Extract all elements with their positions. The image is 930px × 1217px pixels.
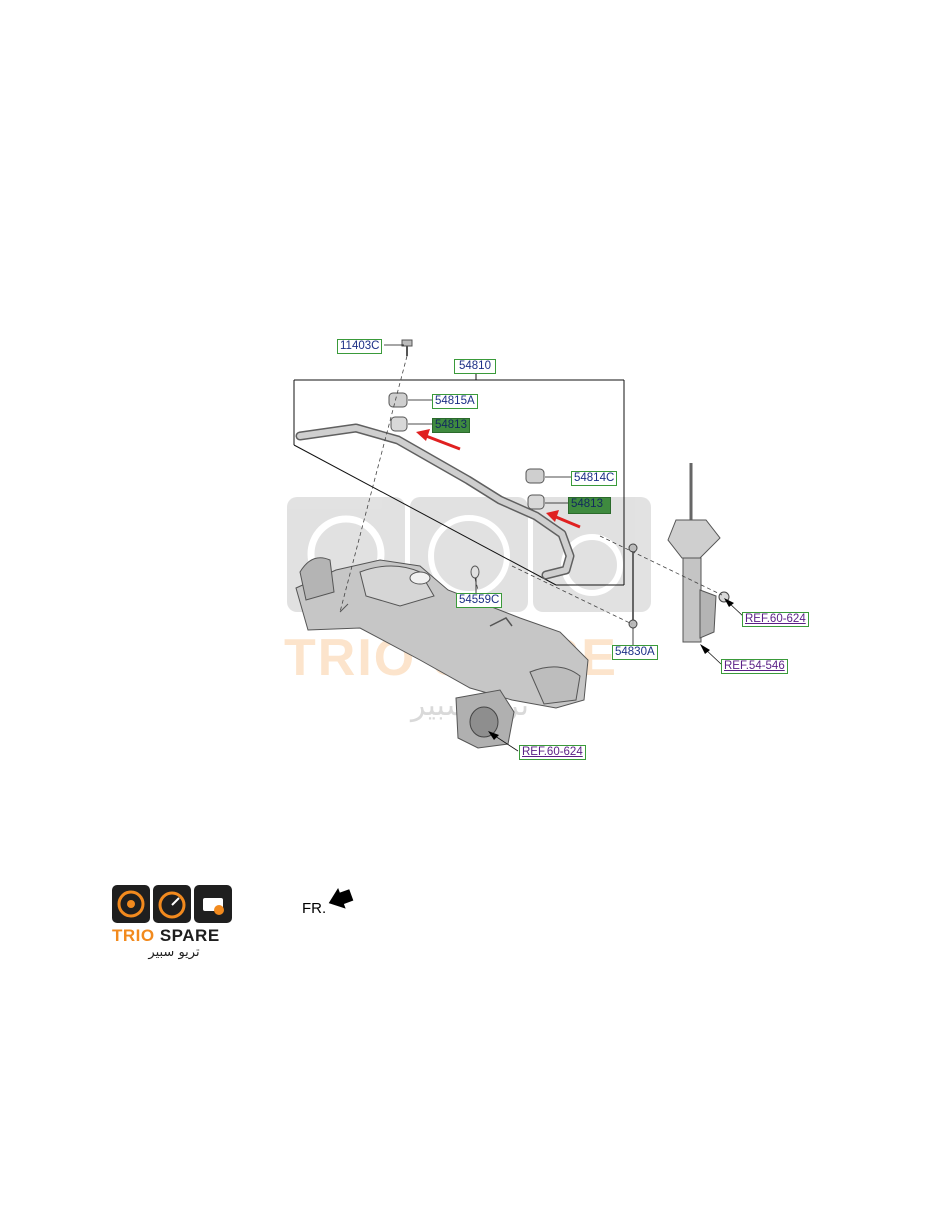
nut-part <box>470 565 480 579</box>
highlight-arrows <box>416 429 581 529</box>
front-indicator-label: FR. <box>302 900 327 917</box>
brand-logo: TRIO SPARE تريو سبير <box>112 885 236 961</box>
logo-icons <box>112 885 236 923</box>
logo-arabic-name: تريو سبير <box>148 945 200 960</box>
ref-subframe[interactable]: REF.60-624 <box>519 745 586 760</box>
label-stabilizer-bar-assy[interactable]: 54810 <box>454 359 496 374</box>
subframe <box>295 557 589 749</box>
label-bushing-c[interactable]: 54814C <box>571 471 618 486</box>
stabilizer-link-part <box>628 543 638 629</box>
bushing-c-part <box>525 468 545 484</box>
front-direction-icon <box>328 887 354 909</box>
dash-lines <box>339 355 723 625</box>
label-stabilizer-link[interactable]: 54830A <box>612 645 658 660</box>
strut-part <box>667 463 730 643</box>
stabilizer-bar <box>295 423 575 580</box>
label-clamp-right[interactable]: 54813 <box>568 497 611 514</box>
pointer-arrows <box>488 598 734 740</box>
logo-brand-spare: SPARE <box>159 926 220 945</box>
label-nut[interactable]: 54559C <box>456 593 503 608</box>
assembly-frame <box>293 372 625 586</box>
clamp-right-part <box>527 494 545 510</box>
label-clamp-left[interactable]: 54813 <box>432 418 470 433</box>
bolt-part <box>401 339 413 356</box>
label-bolt[interactable]: 11403C <box>337 339 383 354</box>
clamp-left-part <box>390 416 408 432</box>
bushing-a-part <box>388 392 408 408</box>
label-bushing-a[interactable]: 54815A <box>432 394 478 409</box>
logo-brand-name: TRIO SPARE <box>112 927 236 945</box>
ref-strut-nut[interactable]: REF.60-624 <box>742 612 809 627</box>
brake-disc-icon <box>112 885 150 923</box>
logo-brand-trio: TRIO <box>112 926 155 945</box>
ref-strut[interactable]: REF.54-546 <box>721 659 788 674</box>
speedometer-icon <box>153 885 191 923</box>
engine-icon <box>194 885 232 923</box>
